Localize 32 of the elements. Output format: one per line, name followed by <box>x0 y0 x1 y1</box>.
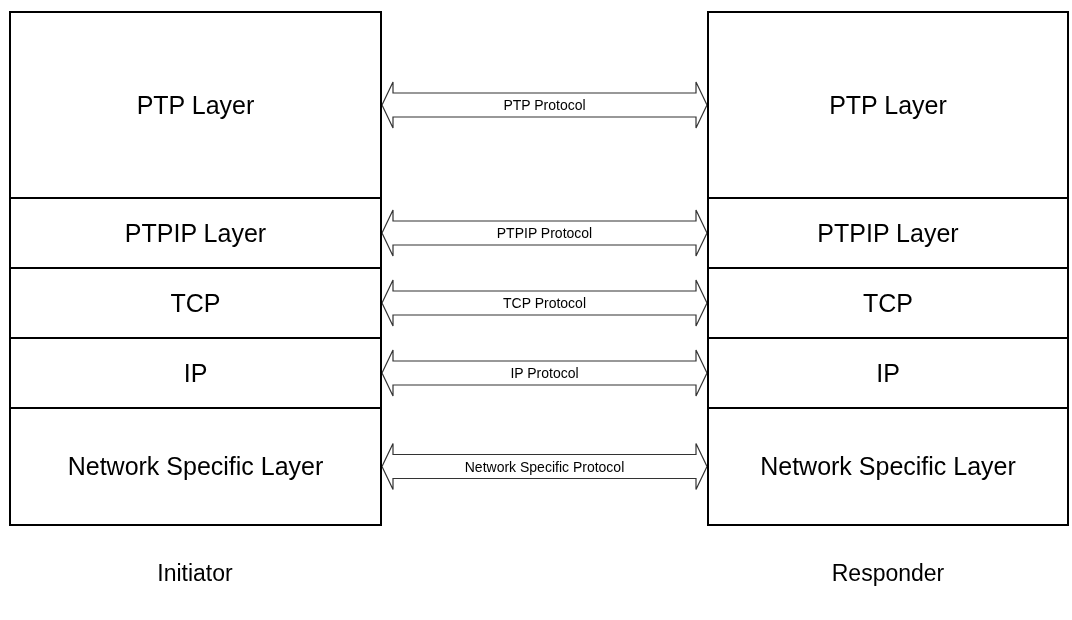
layer-name: PTPIP Layer <box>124 218 267 248</box>
layer-box <box>707 267 1069 339</box>
layer-name: Network Specific Layer <box>760 452 1016 481</box>
edge-label: PTPIP Protocol <box>496 226 593 240</box>
double-arrow <box>381 349 708 397</box>
layer-box <box>9 407 382 526</box>
double-arrow <box>381 442 708 491</box>
layer-box <box>707 197 1069 269</box>
layer-name: TCP <box>170 288 221 318</box>
layer-box <box>9 267 382 339</box>
layer-box <box>707 11 1069 199</box>
layer-name: PTPIP Layer <box>817 218 959 248</box>
role-label: Initiator <box>157 560 233 587</box>
edge-label: IP Protocol <box>510 366 579 380</box>
layer-name: IP <box>183 358 208 388</box>
layer-box <box>9 337 382 409</box>
double-arrow <box>381 209 708 257</box>
edge-label: PTP Protocol <box>503 98 586 112</box>
layer-name: IP <box>876 358 900 388</box>
layer-box <box>707 337 1069 409</box>
layer-box <box>9 11 382 199</box>
layer-name: Network Specific Layer <box>67 452 324 481</box>
role-label: Responder <box>831 560 945 587</box>
double-arrow <box>381 279 708 327</box>
edge-label: Network Specific Protocol <box>464 459 625 474</box>
layer-box <box>707 407 1069 526</box>
edge-label: TCP Protocol <box>503 296 586 310</box>
layer-name: TCP <box>863 288 913 318</box>
double-arrow <box>381 81 708 129</box>
layer-name: PTP Layer <box>829 90 947 120</box>
layer-box <box>9 197 382 269</box>
layer-name: PTP Layer <box>136 90 255 120</box>
